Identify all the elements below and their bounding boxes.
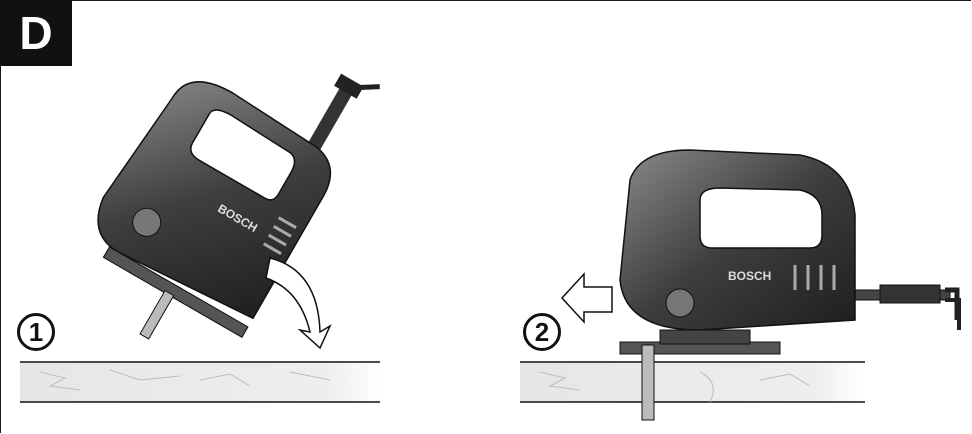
workpiece-left <box>20 361 380 403</box>
workpiece-right <box>520 361 865 403</box>
brand-logo-right: BOSCH <box>728 269 771 283</box>
step-1-marker: 1 <box>17 313 55 351</box>
tilt-arrow-icon <box>265 257 332 350</box>
jigsaw-right-upright: BOSCH <box>619 149 961 421</box>
step-2-marker: 2 <box>523 313 561 351</box>
jigsaw-left-tilted: BOSCH <box>97 73 380 340</box>
figure-label-badge: D <box>0 0 72 66</box>
direction-arrow-icon <box>560 272 613 324</box>
